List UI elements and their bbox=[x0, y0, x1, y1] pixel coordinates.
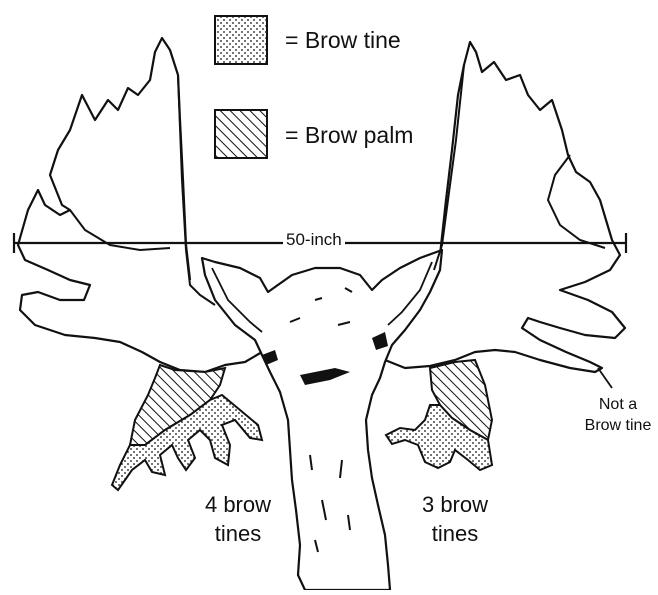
brow-tine-swatch bbox=[215, 16, 267, 64]
measurement-label: 50-inch bbox=[283, 230, 345, 250]
left-brow-count-label: 4 brow tines bbox=[196, 490, 280, 548]
not-brow-tine-leader bbox=[598, 368, 612, 388]
not-brow-tine-label: Not a Brow tine bbox=[578, 394, 658, 436]
right-count-line2: tines bbox=[410, 519, 500, 548]
not-brow-line1: Not a bbox=[578, 394, 658, 415]
right-inner-prong bbox=[548, 155, 605, 248]
left-antler bbox=[18, 38, 265, 372]
right-brow-count-label: 3 brow tines bbox=[410, 490, 500, 548]
not-brow-line2: Brow tine bbox=[578, 415, 658, 436]
left-count-line1: 4 brow bbox=[196, 490, 280, 519]
right-count-line1: 3 brow bbox=[410, 490, 500, 519]
legend-brow-tine-label: = Brow tine bbox=[285, 27, 401, 54]
legend-brow-palm-label: = Brow palm bbox=[285, 122, 413, 149]
brow-palm-swatch bbox=[215, 110, 267, 158]
left-count-line2: tines bbox=[196, 519, 280, 548]
